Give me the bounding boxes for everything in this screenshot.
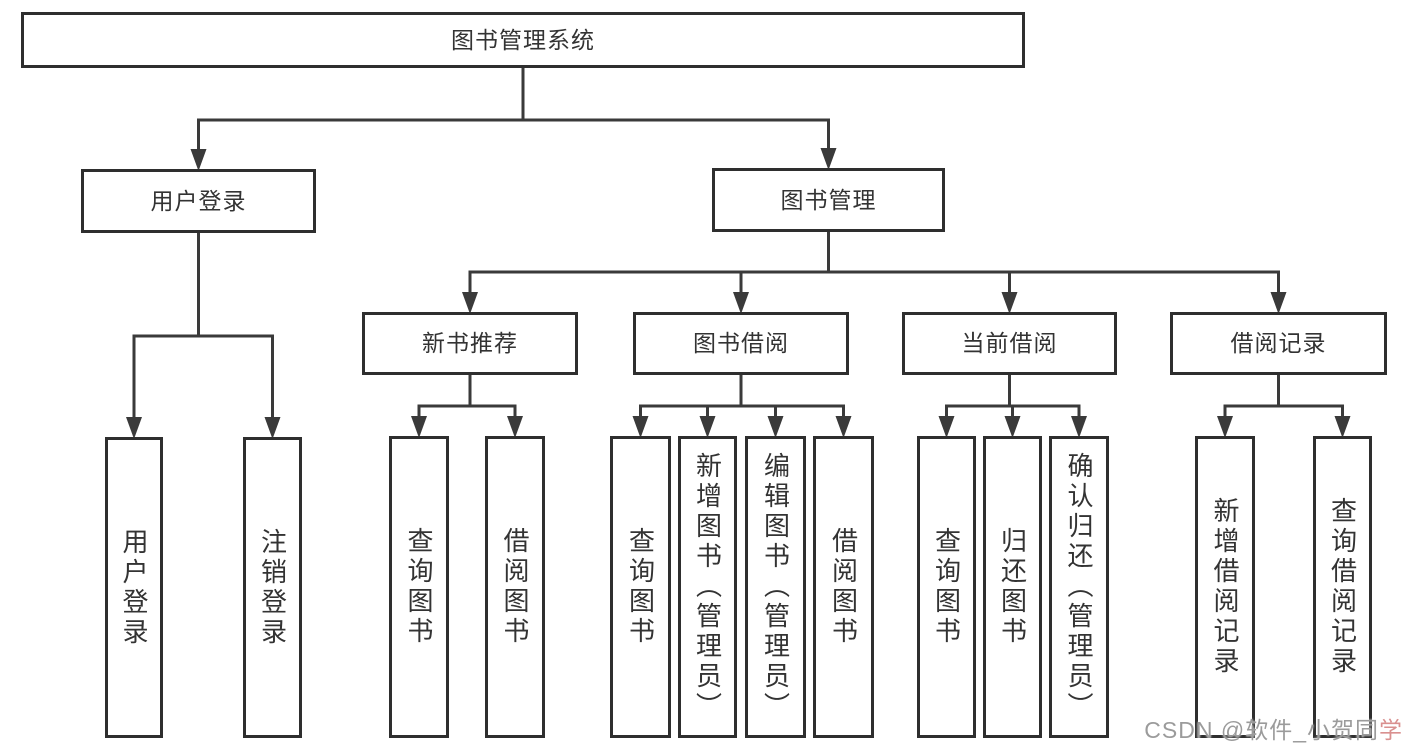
node-bb-add: 新增图书（管理员） [678,436,737,738]
node-label-current-borrow: 当前借阅 [961,330,1058,356]
arrowhead-icon [767,416,784,438]
node-cb-confirm: 确认归还（管理员） [1049,436,1109,738]
node-logout: 注销登录 [243,437,302,738]
node-user-login-group: 用户登录 [81,169,316,233]
node-login: 用户登录 [105,437,163,738]
arrowhead-icon [507,416,523,438]
node-current-borrow: 当前借阅 [902,312,1117,375]
node-label-bb-add: 新增图书（管理员） [692,452,723,722]
arrowhead-icon [1071,416,1087,438]
arrowhead-icon [699,416,716,438]
node-bb-query: 查询图书 [610,436,671,738]
node-cb-query: 查询图书 [917,436,976,738]
node-nb-query: 查询图书 [389,436,449,738]
arrowhead-icon [411,416,427,438]
arrowhead-icon [190,149,207,171]
arrowhead-icon [835,416,852,438]
arrowhead-icon [632,416,649,438]
node-label-user-login-group: 用户登录 [150,187,247,214]
arrowhead-icon [462,292,478,314]
arrowhead-icon [1270,292,1287,314]
node-bb-borrow: 借阅图书 [813,436,874,738]
node-nb-borrow: 借阅图书 [485,436,545,738]
arrowhead-icon [733,292,749,314]
node-borrow-records: 借阅记录 [1170,312,1387,375]
node-label-bb-edit: 编辑图书（管理员） [760,452,791,722]
node-label-bb-query: 查询图书 [625,527,656,647]
node-label-borrow-records: 借阅记录 [1230,330,1327,356]
node-label-cb-confirm: 确认归还（管理员） [1064,452,1094,722]
arrowhead-icon [1004,416,1021,438]
node-bb-edit: 编辑图书（管理员） [745,436,806,738]
arrowhead-icon [1217,416,1233,438]
arrowhead-icon [126,417,142,439]
node-br-add: 新增借阅记录 [1195,436,1255,738]
watermark: CSDN @软件_小贺同学 [1144,711,1403,745]
node-label-new-books: 新书推荐 [422,330,518,356]
arrowhead-icon [820,148,837,170]
node-label-cb-return: 归还图书 [997,527,1028,647]
node-label-login: 用户登录 [119,527,149,648]
watermark-text-accent: 学 [1379,717,1403,743]
node-label-book-mgmt: 图书管理 [780,186,877,213]
node-new-books: 新书推荐 [362,312,578,375]
node-book-borrow: 图书借阅 [633,312,849,375]
node-label-br-add: 新增借阅记录 [1210,497,1240,677]
node-book-mgmt: 图书管理 [712,168,945,232]
node-br-query: 查询借阅记录 [1313,436,1372,738]
node-cb-return: 归还图书 [983,436,1042,738]
arrowhead-icon [1334,416,1351,438]
node-label-book-borrow: 图书借阅 [693,330,789,356]
node-label-cb-query: 查询图书 [931,527,962,647]
node-label-bb-borrow: 借阅图书 [828,527,859,647]
node-label-logout: 注销登录 [257,527,288,648]
arrowhead-icon [938,416,955,438]
node-label-system: 图书管理系统 [451,26,595,53]
arrowhead-icon [1001,292,1018,314]
watermark-text: CSDN @软件_小贺同 [1144,717,1379,743]
node-label-nb-query: 查询图书 [404,527,434,647]
node-label-br-query: 查询借阅记录 [1327,497,1358,677]
arrowhead-icon [264,417,281,439]
node-label-nb-borrow: 借阅图书 [500,527,530,647]
node-system: 图书管理系统 [21,12,1025,68]
